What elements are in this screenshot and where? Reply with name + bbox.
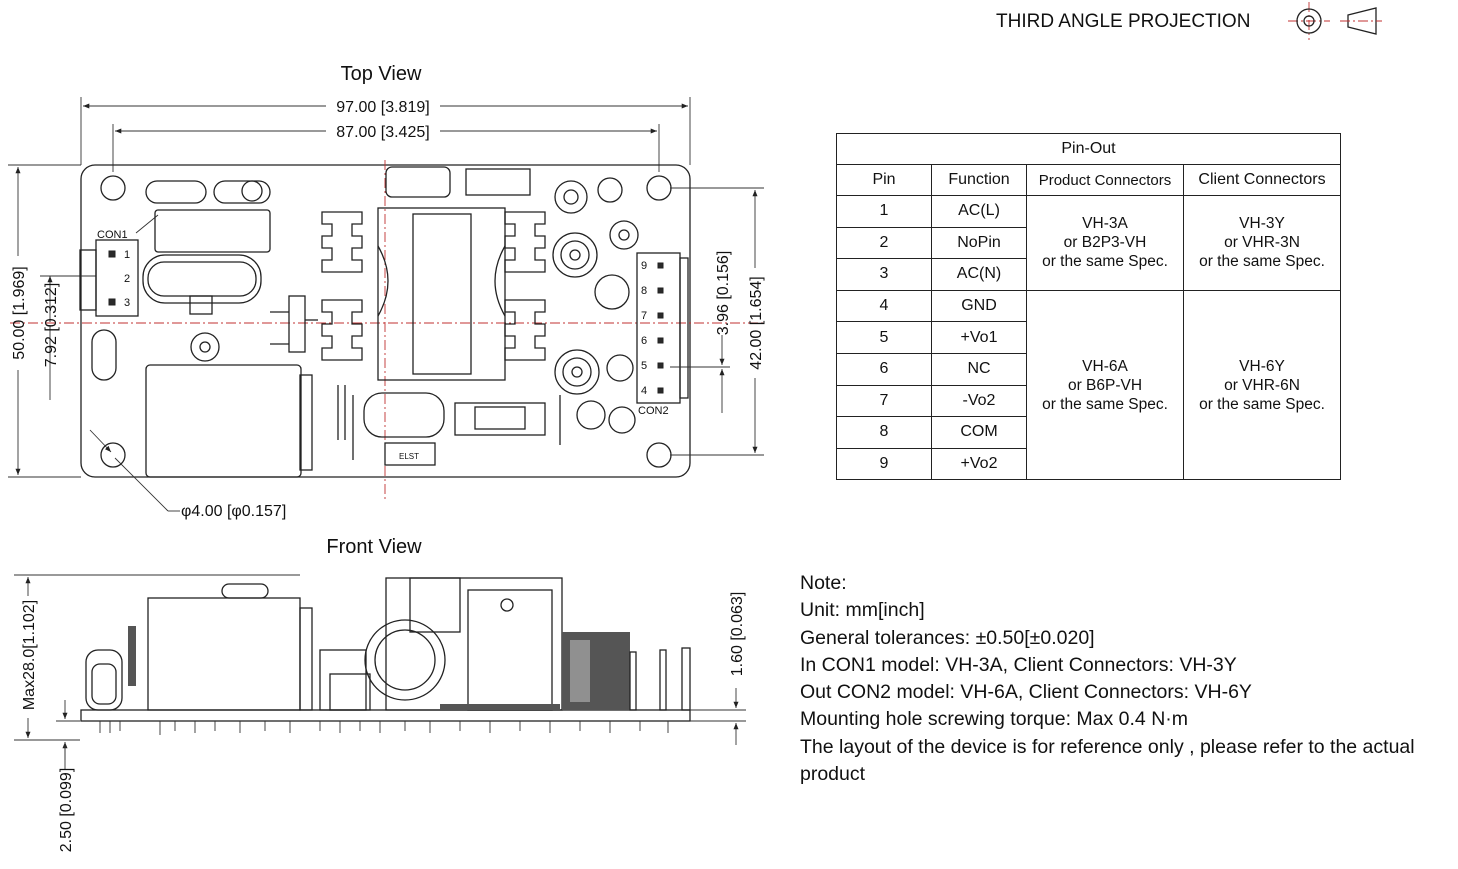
table-row: 9 +Vo2 — [836, 447, 1341, 481]
dimension-con2-offset: 3.96 [0.156] — [670, 251, 732, 413]
third-angle-projection-icon — [1288, 2, 1382, 40]
dimension-pcb-thickness: 1.60 [0.063] — [690, 592, 746, 745]
svg-text:50.00 [1.969]: 50.00 [1.969] — [11, 266, 28, 359]
svg-text:4: 4 — [641, 385, 647, 397]
svg-text:6: 6 — [641, 335, 647, 347]
notes-heading: Note: — [800, 572, 847, 594]
part-marking: ELST — [399, 452, 419, 461]
mounting-holes — [100, 175, 672, 468]
header-pin: Pin — [836, 164, 932, 196]
dimension-hole-spacing-x: 87.00 [3.425] — [112, 124, 660, 172]
dimension-overall-height: 50.00 [1.969] — [8, 164, 81, 478]
front-view-board — [80, 577, 691, 735]
table-row: 5 +Vo1 — [836, 321, 1341, 354]
svg-text:2: 2 — [124, 273, 130, 285]
table-row: 7 -Vo2 — [836, 384, 1341, 418]
dimension-pin-length: 2.50 [0.099] — [56, 700, 80, 852]
table-row: 3 AC(N) — [836, 258, 1341, 291]
note-line: The layout of the device is for referenc… — [800, 735, 1415, 786]
header-product-connectors: Product Connectors — [1026, 164, 1184, 196]
top-view-components: ELST — [91, 166, 639, 478]
svg-text:9: 9 — [641, 260, 647, 272]
svg-text:φ4.00 [φ0.157]: φ4.00 [φ0.157] — [181, 503, 286, 520]
svg-text:3: 3 — [124, 297, 130, 309]
con1-label: CON1 — [97, 229, 128, 241]
con1-connector: 1 2 3 CON1 — [79, 214, 159, 317]
header-client-connectors: Client Connectors — [1183, 164, 1341, 196]
svg-text:1.60 [0.063]: 1.60 [0.063] — [729, 592, 746, 677]
note-line: Unit: mm[inch] — [800, 599, 925, 622]
con2-connector: 9 8 7 6 5 4 CON2 — [636, 252, 689, 417]
dimension-hole-diameter: φ4.00 [φ0.157] — [89, 429, 286, 520]
top-view-title: Top View — [341, 63, 422, 85]
pinout-title: Pin-Out — [836, 133, 1341, 165]
svg-text:87.00 [3.425]: 87.00 [3.425] — [336, 124, 429, 141]
svg-text:Max28.0[1.102]: Max28.0[1.102] — [21, 600, 38, 710]
notes-block: Note: Unit: mm[inch] General tolerances:… — [800, 570, 1455, 788]
pcb-outline — [80, 164, 691, 478]
note-line: Mounting hole screwing torque: Max 0.4 N… — [800, 708, 1189, 731]
dimension-max-height: Max28.0[1.102] — [14, 574, 300, 741]
svg-text:7: 7 — [641, 310, 647, 322]
svg-text:7.92 [0.312]: 7.92 [0.312] — [43, 283, 60, 368]
svg-text:42.00 [1.654]: 42.00 [1.654] — [748, 276, 765, 369]
pinout-table: Pin-Out Pin Function Product Connectors … — [836, 133, 1341, 481]
dimension-con1-offset: 7.92 [0.312] — [40, 275, 96, 400]
dimension-overall-width: 97.00 [3.819] — [80, 97, 691, 165]
svg-text:5: 5 — [641, 360, 647, 372]
note-line: Out CON2 model: VH-6A, Client Connectors… — [800, 681, 1252, 704]
svg-text:3.96 [0.156]: 3.96 [0.156] — [715, 251, 732, 336]
table-row: 2 NoPin — [836, 226, 1341, 260]
svg-text:8: 8 — [641, 285, 647, 297]
front-view-title: Front View — [326, 536, 422, 558]
header-function: Function — [931, 164, 1027, 196]
svg-text:97.00 [3.819]: 97.00 [3.819] — [336, 99, 429, 116]
projection-label: THIRD ANGLE PROJECTION — [996, 11, 1250, 32]
svg-text:2.50 [0.099]: 2.50 [0.099] — [58, 768, 75, 853]
note-line: In CON1 model: VH-3A, Client Connectors:… — [800, 653, 1237, 676]
note-line: General tolerances: ±0.50[±0.020] — [800, 626, 1095, 649]
svg-text:1: 1 — [124, 249, 130, 261]
dimension-hole-spacing-y: 42.00 [1.654] — [670, 187, 765, 456]
con2-label: CON2 — [638, 405, 669, 417]
